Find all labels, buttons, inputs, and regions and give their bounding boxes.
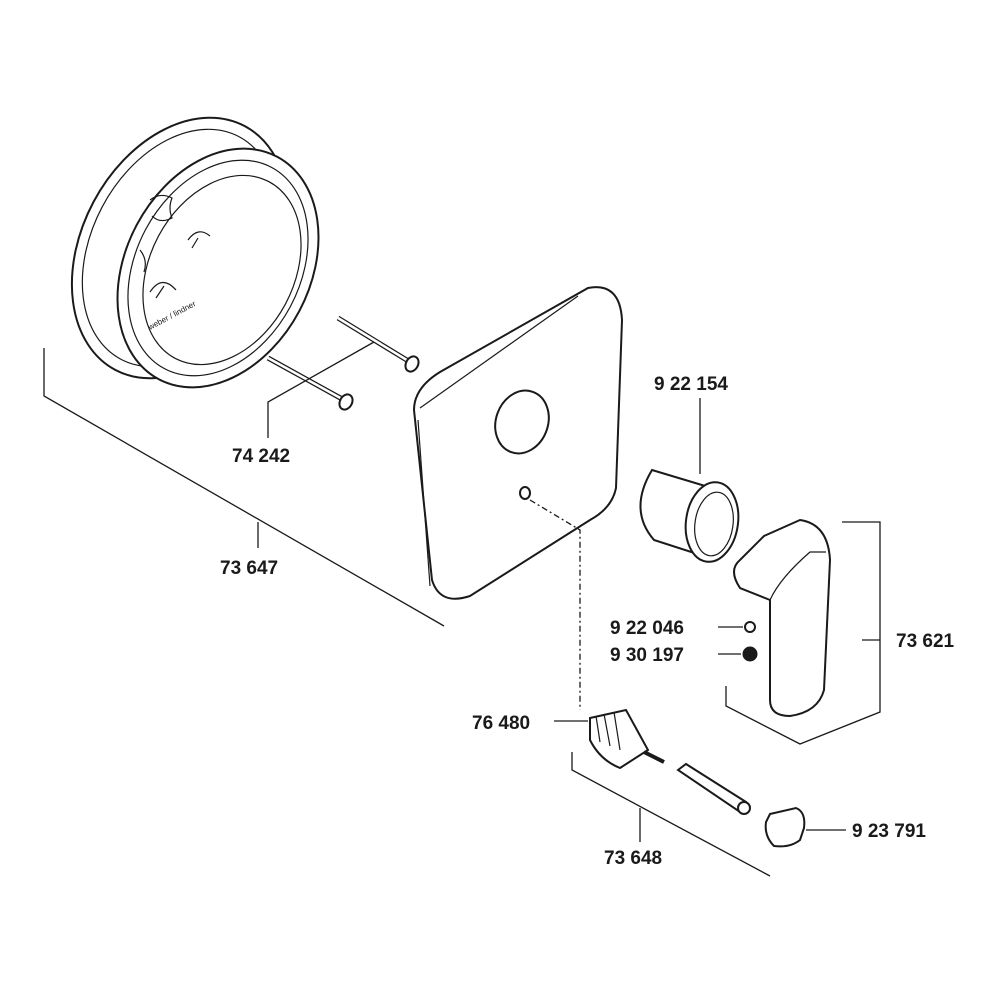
label-cartridge-set: 73 648 [604,848,662,869]
alignment-line [529,499,581,710]
sleeve [639,468,740,563]
mounting-ring-assembly: weber / lindner [70,116,320,389]
cartridge [589,708,665,770]
plug-part [744,621,756,633]
label-sleeve: 9 22 154 [654,374,728,395]
cap [764,806,806,848]
label-plug: 9 22 046 [610,618,684,639]
label-cap: 9 23 791 [852,821,926,842]
bracket-73647 [43,348,445,627]
screw-lower [266,355,354,411]
screw-upper [336,315,420,373]
label-cartridge: 76 480 [472,713,530,734]
bracket-73648 [571,752,771,877]
label-screws: 74 242 [232,446,290,467]
label-handle-set: 73 621 [896,631,955,652]
label-set-screw: 9 30 197 [610,645,684,666]
bracket-73621 [725,521,881,745]
label-mounting-set: 73 647 [220,558,278,579]
cover-plate [412,286,624,600]
lever-handle [733,518,832,718]
extension-rod [676,762,751,815]
set-screw-part [742,646,758,662]
leader-74242 [267,341,375,438]
